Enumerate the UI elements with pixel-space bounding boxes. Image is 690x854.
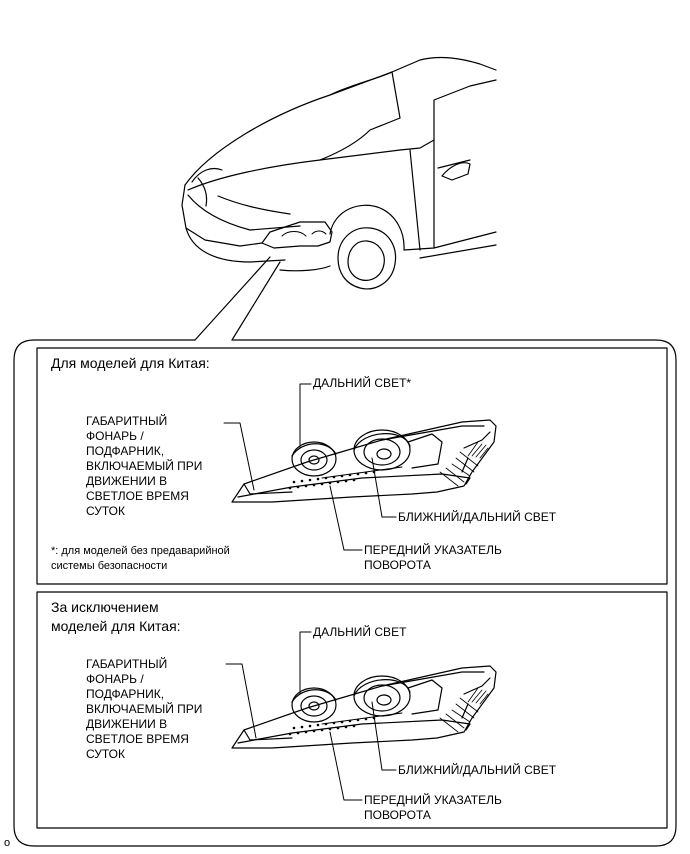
car-illustration — [181, 56, 497, 290]
callout-leader-left — [194, 256, 271, 341]
label-turn-signal-china: ПЕРЕДНИЙ УКАЗАТЕЛЬ ПОВОРОТА — [364, 543, 502, 572]
callout-frame — [13, 339, 677, 847]
figure-code: o — [4, 837, 11, 849]
headlamp-other — [231, 665, 497, 749]
leader-lines-china — [223, 383, 397, 551]
label-turn-signal-other: ПЕРЕДНИЙ УКАЗАТЕЛЬ ПОВОРОТА — [364, 793, 502, 822]
panel-other-heading: За исключением моделей для Китая: — [51, 599, 181, 634]
footnote-china: *: для моделей без предаварийной системы… — [51, 545, 230, 572]
label-position-lamp-china: ГАБАРИТНЫЙ ФОНАРЬ / ПОДФАРНИК, ВКЛЮЧАЕМЫ… — [86, 414, 203, 518]
headlamp-china — [231, 419, 497, 503]
panel-china-frame — [36, 347, 668, 585]
label-high-beam-other: ДАЛЬНИЙ СВЕТ — [313, 625, 407, 639]
label-position-lamp-other: ГАБАРИТНЫЙ ФОНАРЬ / ПОДФАРНИК, ВКЛЮЧАЕМЫ… — [86, 657, 203, 761]
leader-lines-other — [225, 631, 397, 801]
label-low-high-beam-china: БЛИЖНИЙ/ДАЛЬНИЙ СВЕТ — [398, 510, 557, 524]
label-low-high-beam-other: БЛИЖНИЙ/ДАЛЬНИЙ СВЕТ — [398, 763, 557, 777]
callout-leader-right — [231, 261, 281, 341]
panel-other-frame — [36, 591, 668, 829]
label-high-beam-china: ДАЛЬНИЙ СВЕТ* — [313, 376, 412, 390]
panel-china-heading: Для моделей для Китая: — [51, 355, 210, 371]
